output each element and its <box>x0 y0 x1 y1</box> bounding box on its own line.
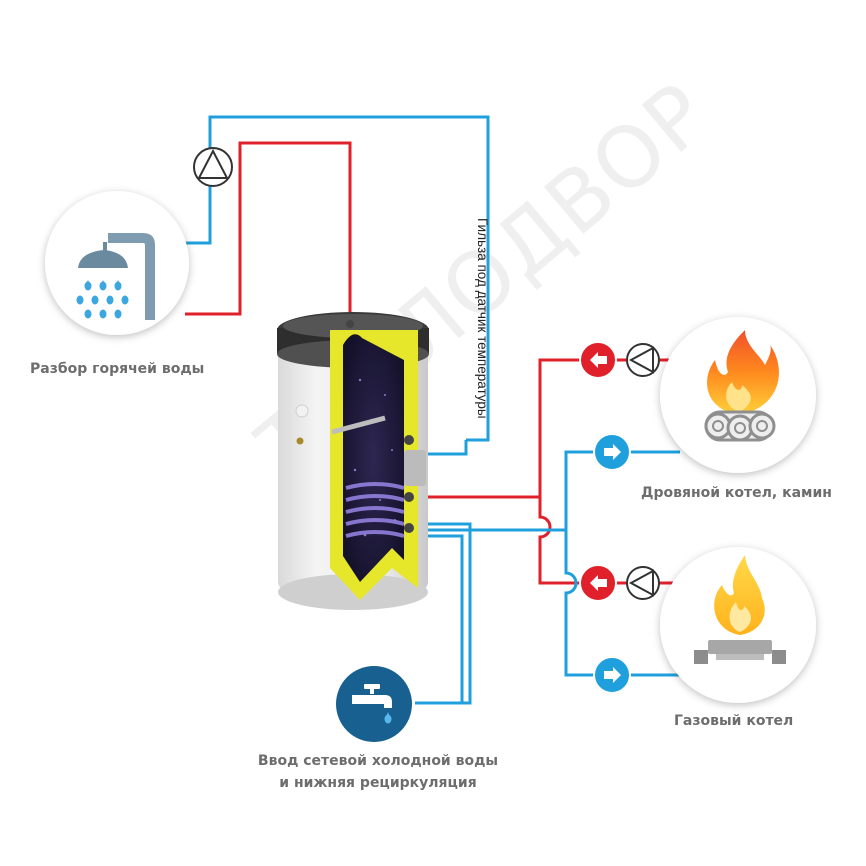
gas-boiler-circle <box>660 547 816 703</box>
shower-icon <box>78 233 155 320</box>
faucet-circle <box>336 666 412 742</box>
hot-pipe-supply <box>185 141 352 322</box>
wood-boiler-circle <box>660 317 816 473</box>
label-hot-water: Разбор горячей воды <box>30 361 205 377</box>
boiler-tank <box>277 312 429 610</box>
check-valve-icon-gas-hot <box>579 564 617 602</box>
shower-circle <box>45 191 189 335</box>
cold-pipe-crossover-2 <box>564 530 680 677</box>
cold-pipe-mains <box>415 522 472 705</box>
pump-icon-wood <box>626 343 660 377</box>
label-cold-in-1: Ввод сетевой холодной воды <box>257 753 499 769</box>
cold-pipe-sleeve <box>414 440 468 456</box>
faucet-icon <box>352 684 392 724</box>
pump-icon-gas <box>626 566 660 600</box>
gas-flame-icon <box>694 555 786 664</box>
pump-icon-hotwater <box>193 147 233 187</box>
label-gas-boiler: Газовый котел <box>674 713 794 729</box>
label-sensor-sleeve: Гильза под датчик температуры <box>474 218 492 448</box>
check-valve-icon-wood-hot <box>579 341 617 379</box>
hot-pipe-crossover-1 <box>538 497 628 585</box>
check-valve-icon-wood-return <box>593 433 631 471</box>
cold-pipe-recirculation <box>185 115 490 442</box>
label-cold-in-2: и нижняя рециркуляция <box>279 775 477 791</box>
cold-pipe-mains-2 <box>418 534 464 703</box>
label-wood-boiler: Дровяной котел, камин <box>641 485 832 501</box>
fire-icon <box>704 330 779 442</box>
hot-pipe-boilers <box>414 358 628 499</box>
label-sensor-sleeve-text: Гильза под датчик температуры <box>475 218 490 419</box>
check-valve-icon-gas-return <box>593 656 631 694</box>
